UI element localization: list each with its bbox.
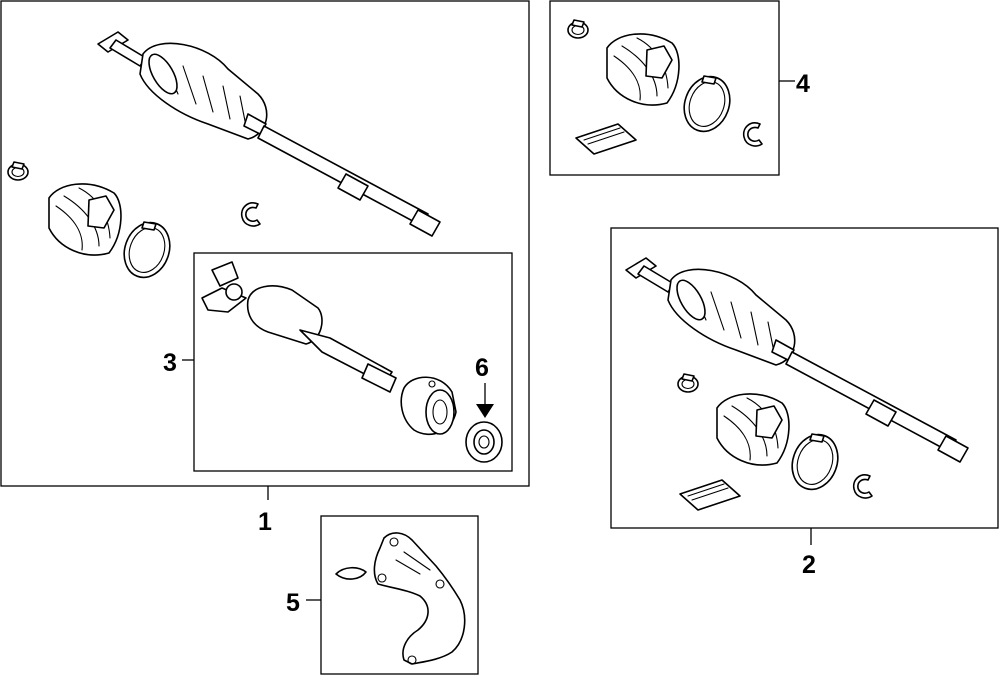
boot-icon xyxy=(48,183,122,256)
boot-icon xyxy=(716,393,790,466)
group-5-frame xyxy=(320,515,479,675)
callout-2: 2 xyxy=(802,551,816,579)
snap-ring-icon xyxy=(240,202,261,227)
drive-shaft-assembly-icon xyxy=(97,31,441,237)
grease-packet-icon xyxy=(679,479,741,511)
inner-joint-assembly-icon xyxy=(201,261,397,393)
boot-clamp-icon xyxy=(677,373,699,393)
callout-3: 3 xyxy=(163,349,177,377)
bearing-icon xyxy=(465,421,503,463)
boot-clamp-icon xyxy=(567,19,589,39)
boot-clamp-icon xyxy=(7,161,29,181)
grease-packet-icon xyxy=(575,123,637,155)
drive-shaft-assembly-icon xyxy=(625,257,969,463)
callout-4: 4 xyxy=(796,70,810,98)
boot-icon xyxy=(606,33,680,106)
group-4-frame xyxy=(549,0,780,176)
snap-ring-icon xyxy=(742,122,763,147)
callout-6: 6 xyxy=(475,354,489,382)
callout-1: 1 xyxy=(258,508,272,536)
group-1-frame xyxy=(0,0,530,487)
clamp-ring-icon xyxy=(115,215,179,285)
clamp-ring-icon xyxy=(675,69,739,139)
bracket-icon xyxy=(373,532,466,665)
group-2-frame xyxy=(610,227,999,529)
clamp-ring-icon xyxy=(783,427,847,497)
arrow-6-icon xyxy=(476,404,494,418)
bearing-housing-icon xyxy=(400,376,457,436)
callout-5: 5 xyxy=(286,589,300,617)
snap-ring-icon xyxy=(852,474,873,499)
group-3-frame xyxy=(193,252,513,472)
seal-icon xyxy=(335,566,367,580)
